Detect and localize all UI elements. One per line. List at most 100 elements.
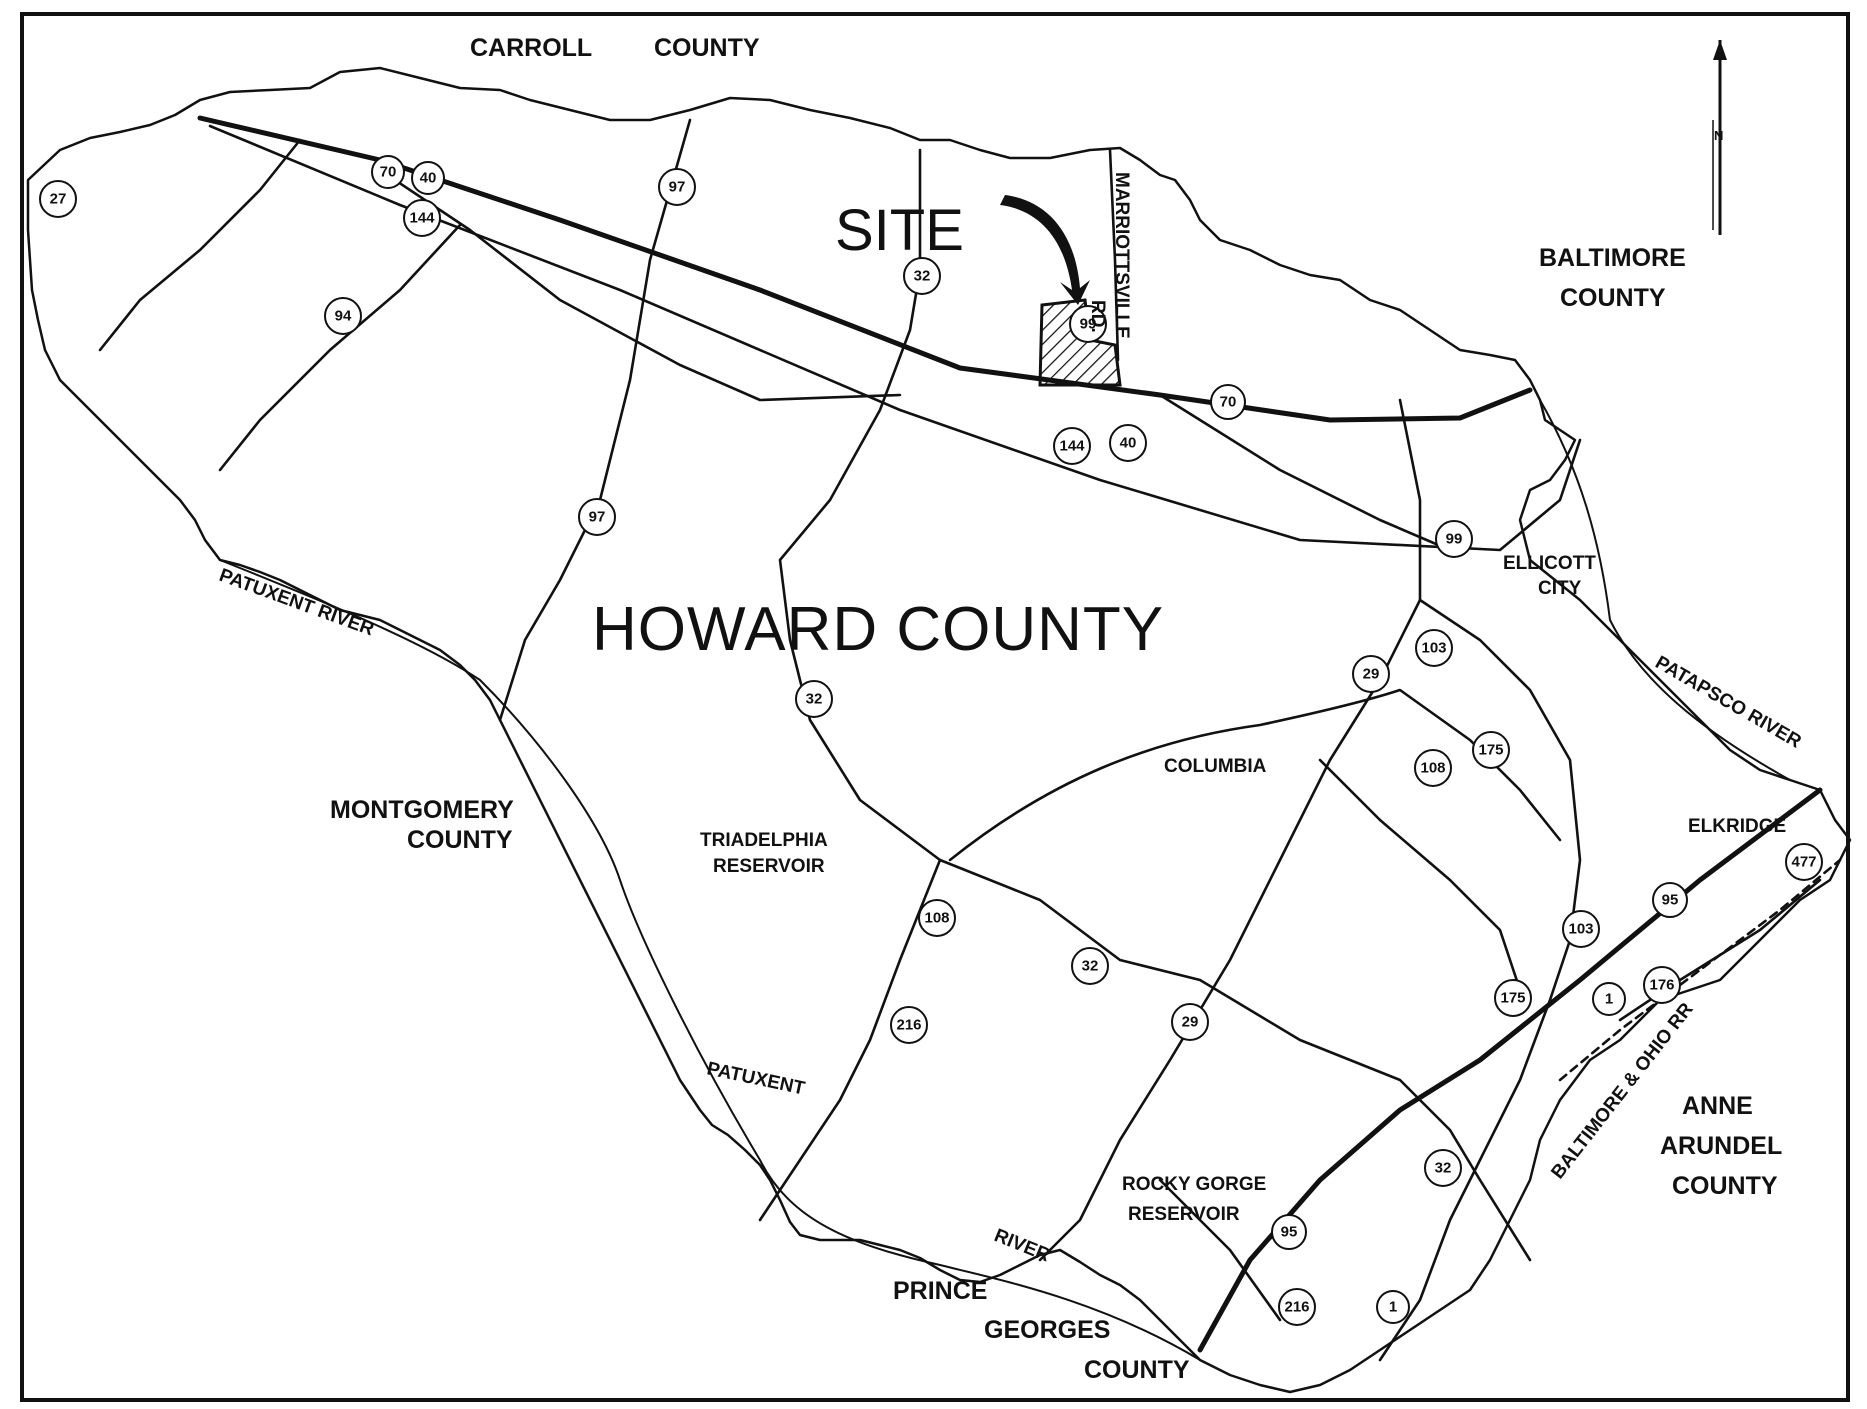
svg-text:477: 477: [1791, 854, 1816, 871]
route-shield-103-south: 103: [1562, 910, 1600, 948]
svg-text:99: 99: [1446, 531, 1463, 548]
north-label: N: [1714, 128, 1723, 143]
montgomery-county-label-2: COUNTY: [407, 826, 513, 854]
route-shield-95: 95: [1652, 882, 1688, 918]
route-shield-32: 32: [903, 257, 941, 295]
svg-text:108: 108: [1420, 760, 1445, 777]
route-shield-176: 176: [1643, 966, 1681, 1004]
route-29-road: [1038, 398, 1422, 1262]
route-shield-216: 216: [890, 1006, 928, 1044]
route-shield-40: 40: [411, 161, 445, 195]
svg-text:32: 32: [806, 691, 823, 708]
svg-text:175: 175: [1500, 990, 1525, 1007]
anne-arundel-label-1: ANNE: [1682, 1092, 1753, 1120]
route-shield-27: 27: [39, 180, 77, 218]
route-shield-32-east: 32: [1424, 1149, 1462, 1187]
howard-county-boundary: [26, 66, 1852, 1394]
anne-arundel-label-2: ARUNDEL: [1660, 1132, 1782, 1160]
svg-text:176: 176: [1649, 977, 1674, 994]
prince-georges-label-3: COUNTY: [1084, 1356, 1190, 1384]
route-shield-477: 477: [1785, 843, 1823, 881]
howard-county-title: HOWARD COUNTY: [592, 595, 1164, 664]
svg-text:103: 103: [1421, 640, 1446, 657]
route-shield-1: 1: [1592, 982, 1626, 1016]
route-shield-70: 70: [371, 155, 405, 189]
marriottsville-road: [1108, 148, 1120, 362]
svg-text:216: 216: [896, 1017, 921, 1034]
route-103-road: [1418, 598, 1582, 942]
route-shield-144-east: 144: [1053, 427, 1091, 465]
route-shield-97-south: 97: [578, 498, 616, 536]
route-1-road: [1378, 938, 1572, 1362]
baltimore-county-label-1: BALTIMORE: [1539, 244, 1686, 272]
map-frame: [20, 12, 1850, 1402]
prince-georges-label-1: PRINCE: [893, 1277, 987, 1305]
route-shield-97: 97: [658, 168, 696, 206]
svg-text:1: 1: [1389, 1299, 1397, 1316]
carroll-county-label-1: CARROLL: [470, 34, 592, 62]
svg-text:40: 40: [1120, 435, 1137, 452]
local-road-west: [98, 138, 302, 352]
svg-text:29: 29: [1182, 1014, 1199, 1031]
ellicott-city-label-2: CITY: [1538, 578, 1582, 599]
svg-text:70: 70: [380, 164, 397, 181]
svg-text:1: 1: [1605, 991, 1613, 1008]
svg-text:94: 94: [335, 308, 352, 325]
route-shield-94: 94: [324, 297, 362, 335]
svg-text:216: 216: [1284, 1299, 1309, 1316]
route-shield-99-east: 99: [1435, 520, 1473, 558]
route-shield-108: 108: [1414, 749, 1452, 787]
montgomery-county-label-1: MONTGOMERY: [330, 796, 514, 824]
svg-text:32: 32: [914, 268, 931, 285]
route-shield-103: 103: [1415, 629, 1453, 667]
route-shield-40-east: 40: [1109, 424, 1147, 462]
route-175-road: [1318, 758, 1522, 992]
columbia-label: COLUMBIA: [1164, 756, 1267, 777]
svg-text:144: 144: [409, 210, 435, 227]
svg-text:95: 95: [1281, 1224, 1298, 1241]
route-shield-29-south: 29: [1171, 1003, 1209, 1041]
site-arrow: [1000, 195, 1090, 305]
prince-georges-label-2: GEORGES: [984, 1316, 1110, 1344]
svg-text:144: 144: [1059, 438, 1085, 455]
route-shield-216-east: 216: [1278, 1288, 1316, 1326]
svg-text:40: 40: [420, 170, 437, 187]
north-arrow: [1712, 40, 1727, 235]
svg-text:103: 103: [1568, 921, 1593, 938]
route-216-road: [758, 858, 942, 1222]
site-parcel: [1038, 298, 1122, 387]
rocky-gorge-label-1: ROCKY GORGE: [1122, 1174, 1266, 1195]
anne-arundel-label-3: COUNTY: [1672, 1172, 1778, 1200]
triadelphia-label-1: TRIADELPHIA: [700, 830, 828, 851]
route-shield-95-south: 95: [1271, 1214, 1307, 1250]
svg-text:27: 27: [50, 191, 67, 208]
route-shield-108-west: 108: [918, 899, 956, 937]
site-label: SITE: [835, 198, 964, 263]
route-99-road: [1158, 393, 1452, 552]
route-shield-99: 99: [1069, 305, 1107, 343]
route-shield-32-south: 32: [1071, 947, 1109, 985]
route-108-road: [948, 688, 1562, 862]
patuxent-river-line: [219, 559, 1201, 1361]
route-shield-175-south: 175: [1494, 979, 1532, 1017]
svg-text:97: 97: [589, 509, 606, 526]
svg-text:70: 70: [1220, 394, 1237, 411]
svg-text:99: 99: [1080, 316, 1097, 333]
carroll-county-label-2: COUNTY: [654, 34, 760, 62]
ellicott-city-label-1: ELLICOTT: [1503, 553, 1596, 574]
route-216-lower-road: [1158, 1178, 1282, 1322]
marriottsville-label: MARRIOTTSVILLE: [1111, 172, 1132, 339]
route-shield-144: 144: [403, 199, 441, 237]
rocky-gorge-label-2: RESERVOIR: [1128, 1204, 1240, 1225]
svg-text:97: 97: [669, 179, 686, 196]
route-shield-70-east: 70: [1210, 384, 1246, 420]
svg-text:175: 175: [1478, 742, 1503, 759]
svg-text:32: 32: [1435, 1160, 1452, 1177]
route-shield-175: 175: [1472, 731, 1510, 769]
svg-text:29: 29: [1363, 666, 1380, 683]
route-32-road: [778, 148, 1532, 1262]
triadelphia-label-2: RESERVOIR: [713, 856, 825, 877]
baltimore-county-label-2: COUNTY: [1560, 284, 1666, 312]
route-shield-29: 29: [1352, 655, 1390, 693]
